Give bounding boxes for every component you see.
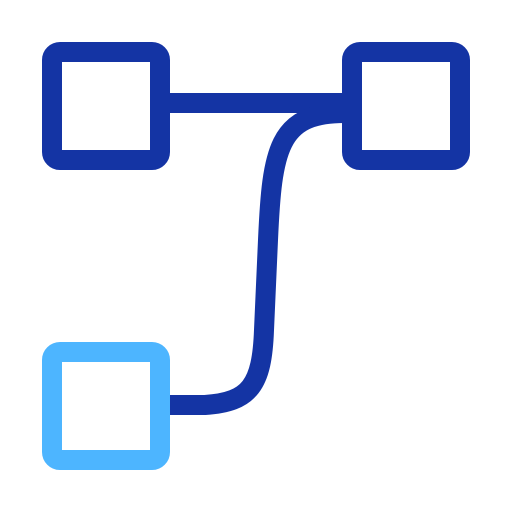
top-left-node-box (42, 42, 170, 170)
bottom-left-node-box (42, 342, 170, 470)
curved-connector-line (160, 103, 354, 415)
top-right-node-box (342, 42, 470, 170)
